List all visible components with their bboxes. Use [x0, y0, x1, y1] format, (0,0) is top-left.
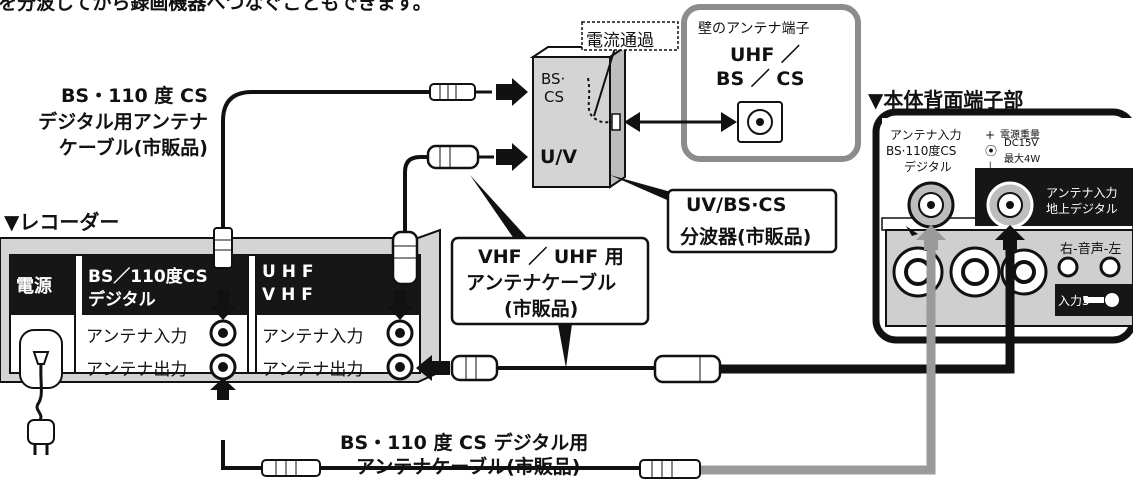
- uv-head-1: U H F: [262, 262, 314, 282]
- tv-bs-arrow-mark: [906, 226, 918, 236]
- top-text: を分波してから録画機器へつなぐこともできます。: [0, 0, 432, 14]
- tv-bs-port: [907, 181, 955, 229]
- recorder-body: [0, 228, 441, 389]
- plug-uv-recorder: [391, 230, 419, 286]
- recorder-bs-in-port: [209, 319, 237, 347]
- vhf-callout-2: アンテナケーブル: [466, 272, 617, 294]
- tv-power-glyph: +⦿⊥: [985, 128, 998, 173]
- plug-uv-tv: [653, 354, 722, 384]
- tv-audio-label: 右-音声-左: [1060, 242, 1122, 257]
- tv-bs-port-2: BS·110度CS: [886, 144, 957, 158]
- recorder-uv-in-port: [386, 319, 414, 347]
- tv-terr-port-2: 地上デジタル: [1046, 202, 1118, 216]
- arrow-to-splitter-uv: [496, 143, 528, 171]
- f-connector-bottom-left: [261, 459, 321, 477]
- recorder-bs-in-label: アンテナ入力: [86, 327, 188, 347]
- splitter-port-cs: CS: [544, 88, 564, 106]
- arrow-up-tv-terr: [995, 225, 1025, 250]
- recorder-title: ▼レコーダー: [4, 210, 120, 234]
- wall-title: 壁のアンテナ端子: [698, 21, 810, 37]
- splitter-label-2: 分波器(市販品): [680, 226, 812, 248]
- arrow-up-tv-bs: [916, 225, 946, 250]
- tv-power-spec-2: DC15V: [1004, 138, 1039, 149]
- bs-cable-bottom-1: BS・110 度 CS デジタル用: [340, 432, 589, 454]
- uv-head-2: V H F: [262, 285, 313, 305]
- current-pass-box: [581, 21, 679, 51]
- uv-cable-in: [403, 155, 428, 240]
- arrow-down-uv: [387, 290, 413, 320]
- tv-input-label: 入力5: [1058, 294, 1090, 308]
- current-pass-label: 電流通過: [586, 31, 654, 51]
- arrow-up-bs: [210, 378, 236, 400]
- power-label: 電源: [16, 276, 52, 297]
- bs-cable-top-1: BS・110 度 CS: [60, 85, 208, 107]
- wall-line1: UHF ／: [730, 44, 800, 66]
- bs-cable-top-2: デジタル用アンテナ: [38, 111, 208, 133]
- bs-head-2: デジタル: [88, 290, 156, 310]
- splitter-port-uv: U/V: [540, 146, 578, 168]
- double-arrow: [624, 112, 737, 132]
- plug-uv-out: [450, 354, 499, 382]
- tv-av-jacks: [892, 246, 1121, 298]
- f-connector-recorder-bs: [213, 227, 233, 269]
- f-connector-bottom-right: [639, 459, 701, 479]
- recorder-uv-out-port: [386, 353, 414, 381]
- recorder-bs-out-port: [209, 353, 237, 381]
- uv-cable-to-tv-thick: [720, 232, 1015, 374]
- recorder-uv-in-label: アンテナ入力: [262, 327, 364, 347]
- arrow-to-splitter-bs: [496, 78, 528, 106]
- splitter-port-bs: BS·: [541, 70, 566, 88]
- bs-head-1: BS／110度CS: [88, 267, 208, 287]
- vhf-callout-1: VHF ／ UHF 用: [478, 246, 624, 268]
- bs-cable-to-tv-gray: [700, 232, 936, 475]
- recorder-bs-out-label: アンテナ出力: [86, 360, 188, 380]
- tv-bs-port-1: アンテナ入力: [890, 128, 962, 142]
- vhf-callout-box: [450, 236, 650, 326]
- plug-uv-splitter: [426, 144, 494, 170]
- splitter-label-1: UV/BS·CS: [686, 194, 787, 216]
- tv-power-spec-1: 電源重量: [1000, 130, 1040, 141]
- tv-terrestrial-port: [986, 181, 1034, 229]
- vhf-callout-leader-2: [558, 324, 572, 368]
- power-plug-icon: [27, 363, 55, 455]
- arrow-left-uv: [416, 355, 450, 381]
- arrow-down-bs: [210, 290, 236, 320]
- recorder-uv-out-label: アンテナ出力: [262, 360, 364, 380]
- tv-terr-port-1: アンテナ入力: [1046, 186, 1118, 200]
- current-pass-leader: [593, 37, 619, 117]
- bs-cable-bottom: [221, 440, 640, 470]
- bs-cable-bottom-2: アンテナケーブル(市販品): [356, 456, 581, 478]
- bs-cable-top: [221, 90, 430, 228]
- f-connector-top: [429, 83, 492, 101]
- splitter-label-box: [666, 188, 838, 254]
- bs-cable-top-3: ケーブル(市販品): [58, 137, 208, 159]
- wall-line2: BS ／ CS: [716, 68, 805, 90]
- tv-power-spec-3: 最大4W: [1004, 154, 1041, 165]
- tv-bs-port-3: デジタル: [904, 160, 952, 174]
- tv-title: ▼本体背面端子部: [868, 88, 1024, 112]
- vhf-callout-3: (市販品): [504, 298, 579, 320]
